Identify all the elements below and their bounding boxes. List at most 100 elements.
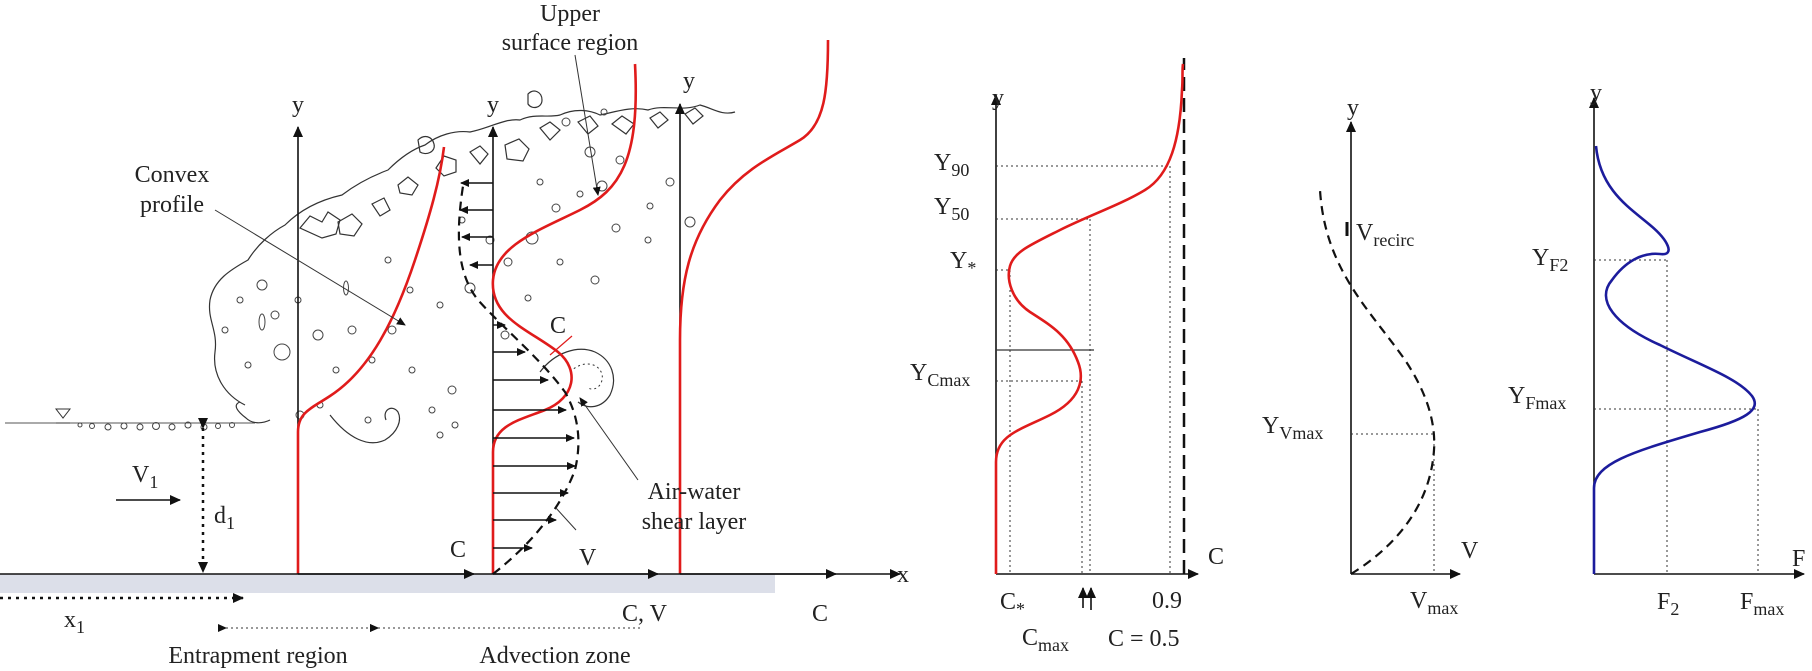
vmax-subscript: max [1427, 598, 1458, 618]
vrecirc-label: Vrecirc [1356, 220, 1414, 250]
panel-v-velocity-curve [1318, 189, 1436, 575]
yfmax-subscript: Fmax [1525, 393, 1566, 413]
cmax-label: Cmax [1022, 625, 1069, 655]
jump-toe-symbol: x [64, 607, 76, 633]
y50-label: Y50 [934, 194, 969, 224]
yvmax-subscript: Vmax [1279, 423, 1323, 443]
upper-surface-leader [574, 54, 601, 196]
panel-v-x-label: V [1461, 538, 1479, 564]
fmax-label: Fmax [1740, 589, 1784, 619]
y50-symbol: Y [934, 194, 951, 220]
inflow-depth-symbol: d [214, 503, 226, 529]
vrecirc-symbol: V [1356, 220, 1374, 246]
y50-subscript: 50 [951, 204, 969, 224]
shear-layer-vortex-inner [569, 363, 603, 390]
yf2-subscript: F2 [1549, 255, 1568, 275]
inflow-depth-subscript: 1 [226, 513, 235, 533]
fmax-symbol: F [1740, 589, 1753, 615]
panel-f-x-label: F [1792, 546, 1805, 572]
surface-foam-icon [299, 90, 704, 239]
advection-zone-label: Advection zone [479, 643, 630, 669]
upper-surface-label-line2: surface region [502, 30, 639, 56]
cstar-subscript: * [1016, 599, 1025, 619]
ycmax-label: YCmax [910, 360, 970, 390]
c-label-1: C [450, 537, 466, 563]
f2-symbol: F [1657, 589, 1670, 615]
panel-v-y-label: y [1347, 95, 1359, 121]
panel-f-frequency-curve [1592, 145, 1757, 574]
cmax-subscript: max [1038, 635, 1069, 655]
c-label-leader [549, 335, 573, 356]
vmax-symbol: V [1410, 588, 1428, 614]
vrecirc-subscript: recirc [1373, 230, 1414, 250]
ycmax-subscript: Cmax [927, 370, 970, 390]
vmax-label: Vmax [1410, 588, 1458, 618]
panel-c-guides [996, 165, 1171, 574]
x-axis-label: x [897, 562, 909, 588]
profile-2-velocity-curve [457, 185, 580, 575]
cv-label: C, V [622, 601, 668, 627]
convex-profile-label-line2: profile [140, 192, 204, 218]
shear-layer-label-line1: Air-water [648, 479, 741, 505]
roller-front-curl [235, 401, 271, 424]
velocity-arrows-icon [459, 179, 576, 552]
v-label: V [579, 545, 597, 571]
f2-label: F2 [1657, 589, 1679, 619]
c-label-profile-2: C [550, 313, 566, 339]
entrained-bubbles-icon [221, 108, 696, 439]
y90-subscript: 90 [951, 160, 969, 180]
c05-label: C = 0.5 [1108, 626, 1180, 652]
cmax-symbol: C [1022, 625, 1038, 651]
convex-profile-leader [214, 209, 406, 326]
cstar-symbol: C [1000, 589, 1016, 615]
panel-c-x-label: C [1208, 544, 1224, 570]
roller-outline [208, 104, 736, 406]
y90-symbol: Y [934, 150, 951, 176]
profile-3-y-label: y [683, 68, 695, 94]
jump-toe-subscript: 1 [76, 617, 85, 637]
c-label-3: C [812, 601, 828, 627]
ycmax-symbol: Y [910, 360, 927, 386]
profile-1-y-label: y [292, 92, 304, 118]
shear-layer-vortex-icon [539, 348, 615, 408]
jump-toe-label: x1 [64, 607, 85, 637]
panel-f-guides [1594, 259, 1759, 574]
panel-f-y-label: y [1590, 80, 1602, 106]
v-label-leader [555, 507, 577, 531]
entrapment-region-label: Entrapment region [168, 643, 347, 669]
channel-bed [0, 574, 775, 593]
ystar-label: Y* [950, 248, 976, 278]
yvmax-symbol: Y [1262, 413, 1279, 439]
profile-3-concentration-curve [678, 39, 830, 574]
profile-2-concentration-curve [491, 63, 637, 574]
profile-1-concentration-curve [296, 146, 446, 574]
velocity-panel: y V Vrecirc YVmax Vmax [1262, 95, 1479, 618]
inflow-velocity-label: V1 [132, 462, 158, 492]
cstar-label: C* [1000, 589, 1025, 619]
concentration-panel: y C Y90 Y50 Y* YCmax C* Cmax C = 0.5 0.9 [910, 58, 1224, 655]
yfmax-symbol: Y [1508, 383, 1525, 409]
profile-2-y-label: y [487, 92, 499, 118]
jump-schematic: Upper surface region Convex profile Air-… [0, 1, 909, 669]
ystar-subscript: * [967, 258, 976, 278]
inflow-velocity-symbol: V [132, 462, 150, 488]
yvmax-label: YVmax [1262, 413, 1323, 443]
yf2-label: YF2 [1532, 245, 1568, 275]
shear-layer-label-line2: shear layer [642, 509, 747, 535]
ystar-symbol: Y [950, 248, 967, 274]
f2-subscript: 2 [1670, 599, 1679, 619]
water-level-icon [54, 408, 72, 419]
panel-c-concentration-curve [994, 63, 1185, 574]
c09-label: 0.9 [1152, 588, 1182, 614]
yf2-symbol: Y [1532, 245, 1549, 271]
inflow-velocity-subscript: 1 [149, 472, 158, 492]
panel-c-y-label: y [992, 85, 1004, 111]
fmax-subscript: max [1753, 599, 1784, 619]
roller-lower-boundary [329, 407, 401, 444]
inflow-depth-label: d1 [214, 503, 235, 533]
yfmax-label: YFmax [1508, 383, 1566, 413]
upper-surface-label-line1: Upper [540, 1, 600, 27]
y90-label: Y90 [934, 150, 969, 180]
